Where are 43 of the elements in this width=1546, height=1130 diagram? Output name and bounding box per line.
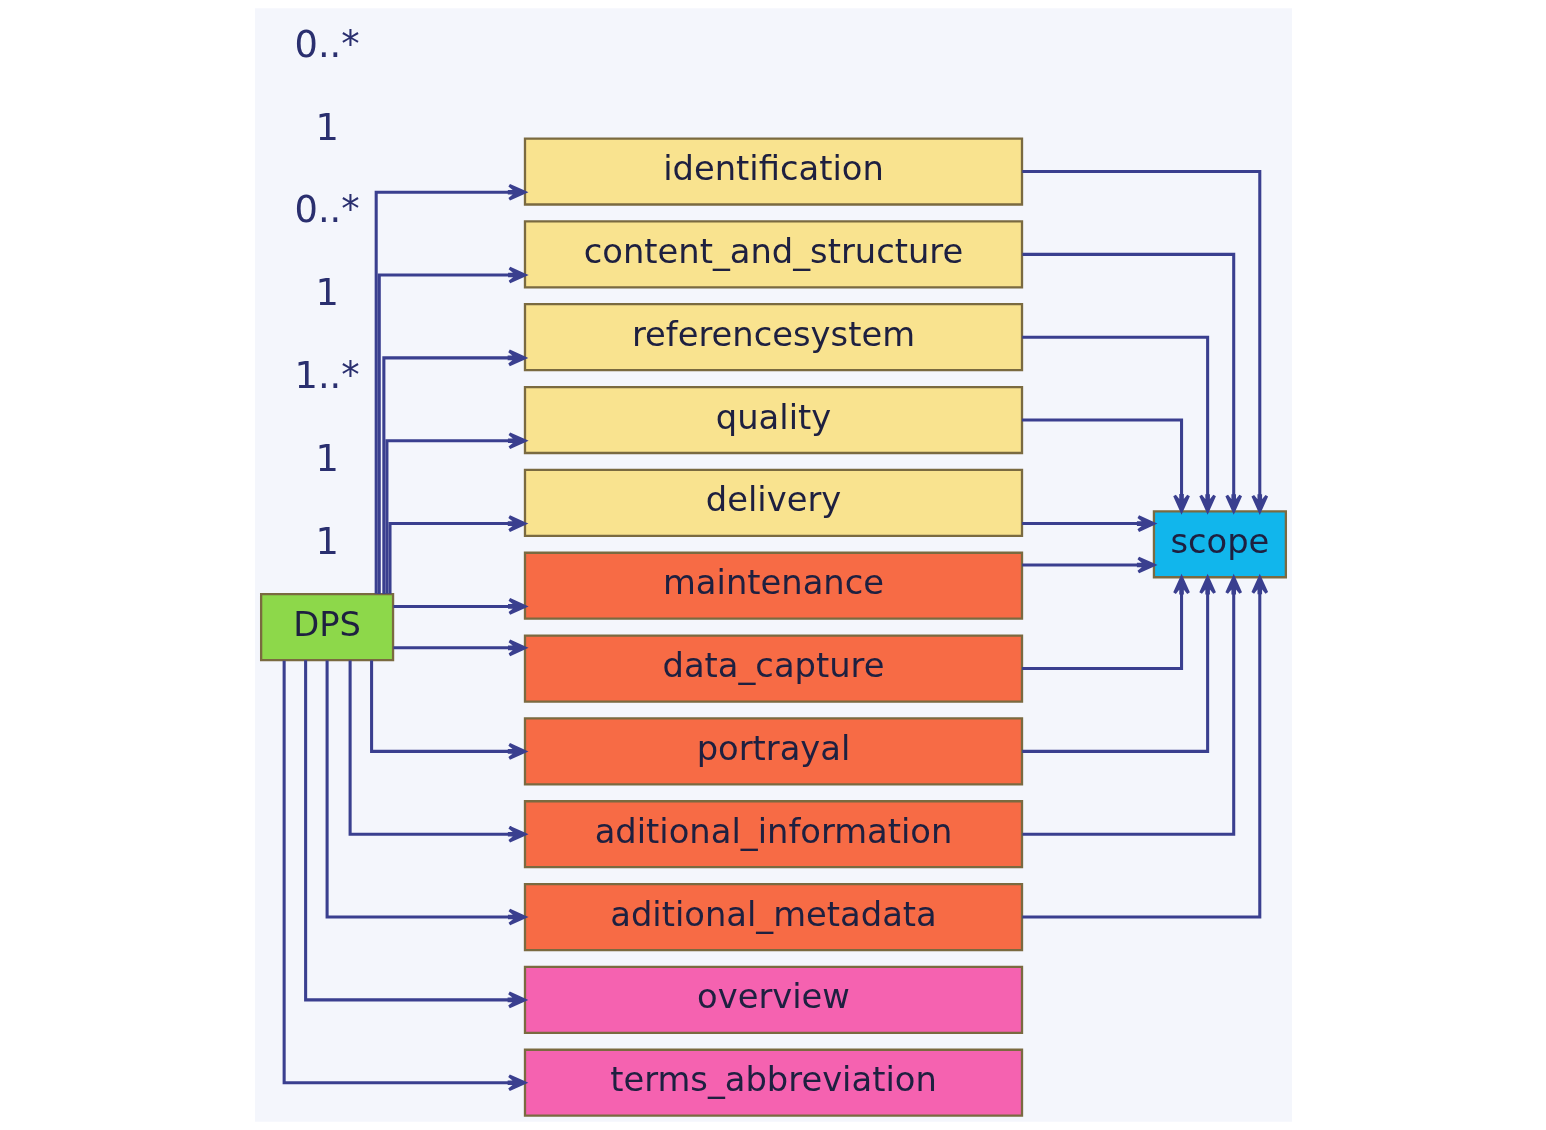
arrow	[1021, 556, 1155, 574]
arrow	[381, 349, 526, 595]
node-box: referencesystem	[523, 303, 1023, 372]
node-box: content_and_structure	[523, 220, 1023, 289]
arrow	[1021, 576, 1190, 671]
node-box: DPS	[259, 593, 394, 662]
arrow	[282, 660, 526, 1092]
arrow	[374, 183, 526, 594]
arrow	[369, 660, 526, 760]
node-box: overview	[523, 965, 1023, 1035]
node-box: delivery	[523, 468, 1023, 537]
arrow	[1021, 576, 1216, 753]
label: 0..*	[294, 22, 360, 66]
node-box: scope	[1152, 510, 1287, 579]
arrow	[1021, 418, 1190, 513]
label: 0..*	[294, 188, 360, 232]
label: 1..*	[294, 354, 360, 398]
arrow	[303, 660, 526, 1009]
label: 1	[314, 436, 339, 480]
arrow	[1021, 576, 1242, 836]
node-box: portrayal	[523, 717, 1023, 786]
arrow	[348, 660, 526, 843]
label: 1	[314, 519, 339, 563]
arrow	[387, 515, 526, 594]
arrow	[325, 660, 526, 926]
node-box: quality	[523, 385, 1023, 455]
node-box: terms_abbreviation	[523, 1048, 1023, 1117]
node-box: identification	[523, 137, 1023, 206]
arrow	[1021, 170, 1268, 513]
node-box: aditional_information	[523, 800, 1023, 869]
arrow	[384, 432, 526, 594]
arrow	[1021, 335, 1216, 513]
node-box: data_capture	[523, 634, 1023, 703]
label: 1	[314, 271, 339, 315]
arrow	[1021, 252, 1242, 513]
arrow	[1021, 575, 1268, 919]
node-box: maintenance	[523, 551, 1023, 620]
label: 1	[314, 105, 339, 149]
node-box: aditional_metadata	[523, 882, 1023, 952]
arrow	[1021, 515, 1155, 532]
arrow	[392, 639, 526, 657]
arrow	[392, 598, 526, 615]
arrow	[377, 266, 526, 594]
